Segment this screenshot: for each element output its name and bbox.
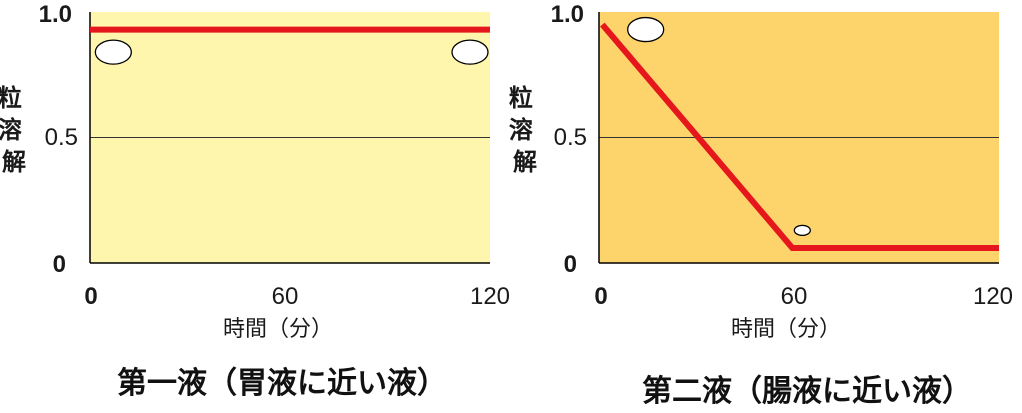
- y-tick-label: 1.0: [551, 1, 584, 28]
- y-axis-label: 粒 溶 解: [509, 84, 541, 176]
- y-tick-label: 0: [53, 251, 66, 278]
- particle-marker: [793, 224, 811, 237]
- x-axis-label: 時間（分）: [223, 317, 333, 342]
- x-tick-label: 0: [84, 283, 97, 310]
- x-tick-label: 0: [594, 283, 607, 310]
- chart-title: 第二液（腸液に近い液）: [642, 374, 972, 409]
- chart-title: 第一液（胃液に近い液）: [117, 366, 447, 401]
- y-tick-label: 0.5: [554, 124, 587, 151]
- particles-layer: [627, 16, 811, 237]
- chart-panel-1: 1.0 0.5 0 0 60 120 時間（分） 粒 溶 解 第一液（胃液に近い…: [0, 1, 510, 401]
- chart-panel-2: 1.0 0.5 0 0 60 120 時間（分） 粒 溶 解 第二液（腸液に近い…: [509, 1, 1013, 409]
- x-tick-label: 60: [272, 283, 299, 310]
- axes: [598, 12, 999, 264]
- particle-marker: [94, 39, 132, 65]
- axes: [89, 12, 490, 264]
- particles-layer: [94, 39, 489, 65]
- series-line: [600, 22, 999, 251]
- particle-marker: [627, 16, 665, 43]
- y-tick-label: 1.0: [39, 1, 72, 28]
- y-tick-label: 0: [564, 251, 577, 278]
- x-tick-label: 120: [470, 283, 510, 310]
- x-tick-label: 120: [973, 283, 1013, 310]
- y-tick-label: 0.5: [45, 124, 78, 151]
- x-axis-label: 時間（分）: [731, 317, 841, 342]
- series-layer: [600, 22, 999, 251]
- x-tick-label: 60: [781, 283, 808, 310]
- y-axis-label: 粒 溶 解: [0, 84, 30, 176]
- particle-marker: [451, 39, 489, 65]
